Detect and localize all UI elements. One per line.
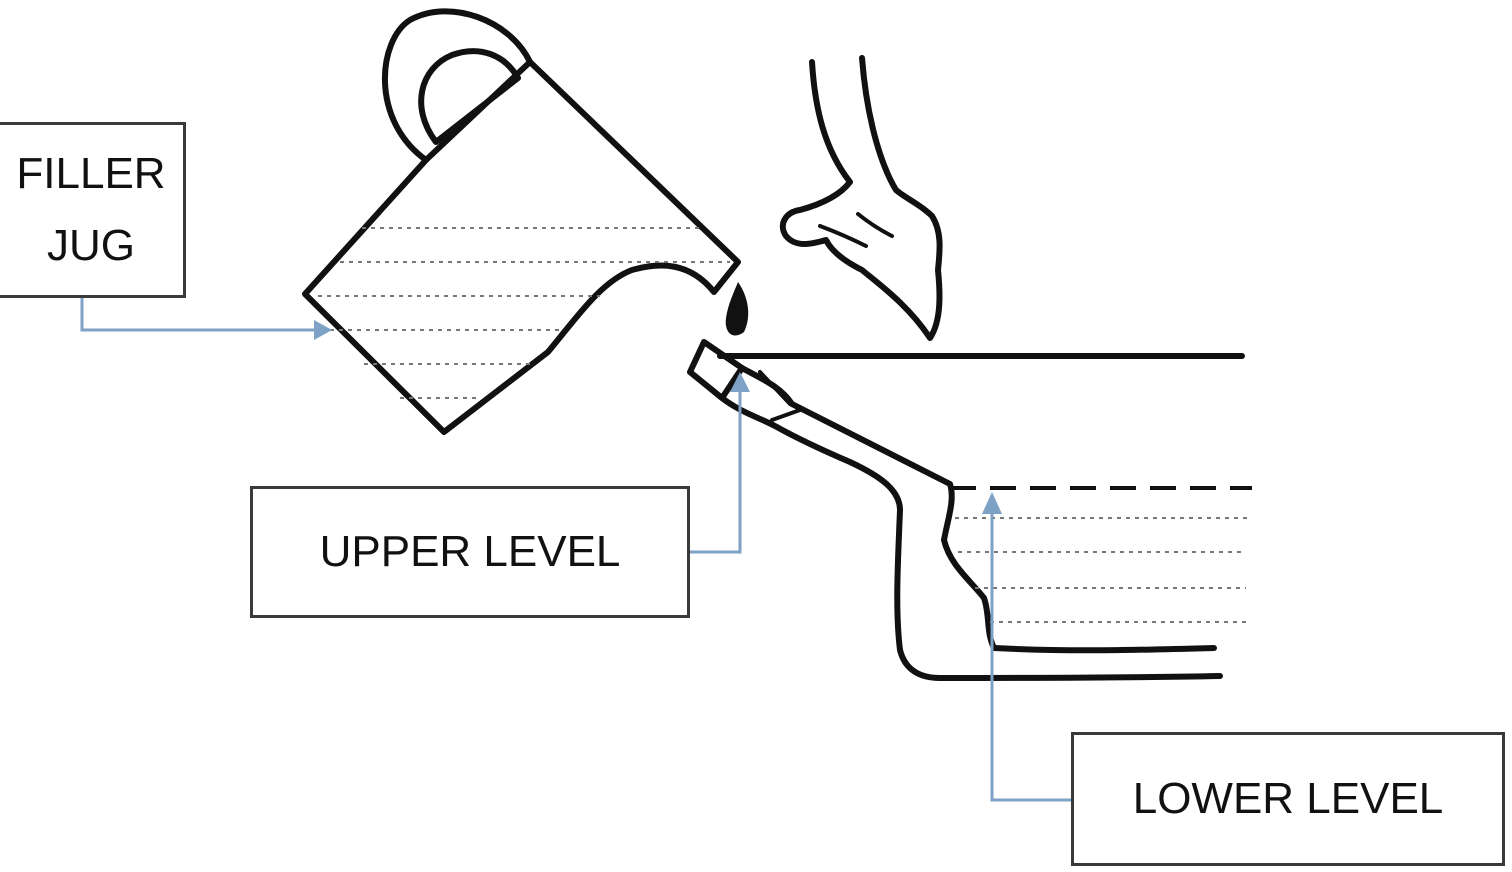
lower-level-liquid <box>955 517 1248 623</box>
filler-jug-pointer <box>80 298 332 340</box>
hand-finger-detail <box>818 212 894 248</box>
lower-level-pointer <box>982 492 1071 802</box>
hand-icon <box>779 55 943 341</box>
upper-level-pointer <box>690 372 750 554</box>
filler-jug-handle-outer <box>382 8 533 163</box>
filler-tube-upper-edge <box>739 365 1217 654</box>
filler-jug-label-line1: FILLER <box>16 149 166 198</box>
filler-tube-lower-edge <box>719 395 1223 681</box>
pouring-drop <box>725 282 749 336</box>
filler-jug-body <box>302 59 741 435</box>
lower-level-label-text: LOWER LEVEL <box>1132 774 1444 823</box>
filler-jug-label: FILLER JUG <box>0 122 186 298</box>
upper-level-label: UPPER LEVEL <box>250 486 690 618</box>
filler-tube-ring <box>758 370 802 422</box>
upper-level-label-text: UPPER LEVEL <box>319 527 621 576</box>
lower-level-label: LOWER LEVEL <box>1071 732 1505 866</box>
jug-liquid <box>318 227 730 399</box>
filler-jug-handle-inner <box>418 48 521 145</box>
filler-jug-label-line2: JUG <box>47 221 135 270</box>
